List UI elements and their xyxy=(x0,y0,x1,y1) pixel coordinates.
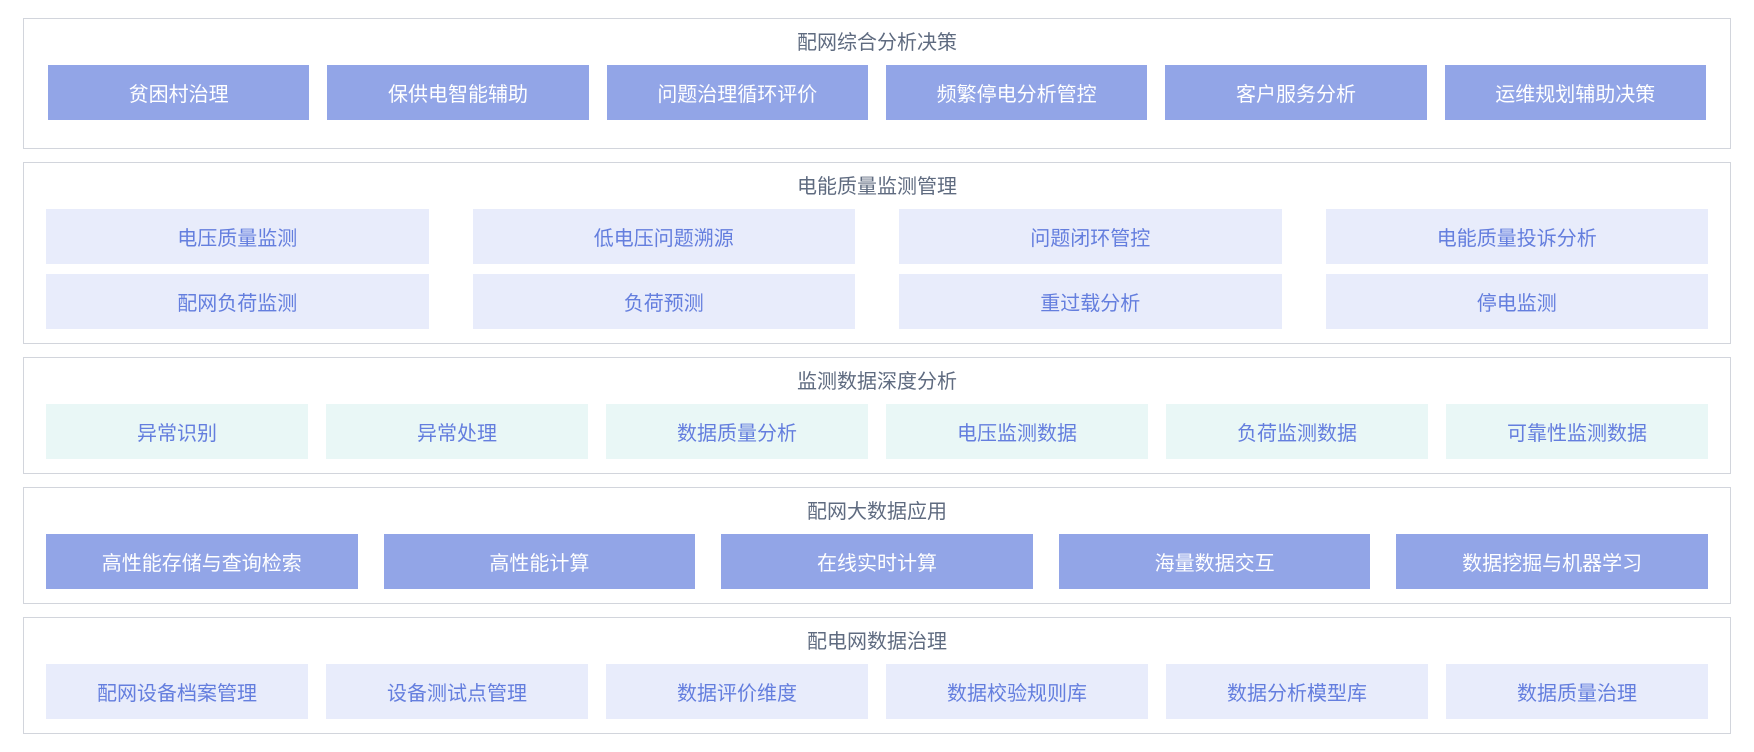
tile-button[interactable]: 数据质量分析 xyxy=(606,404,868,459)
tile-button[interactable]: 低电压问题溯源 xyxy=(472,209,855,264)
section-rows: 高性能存储与查询检索高性能计算在线实时计算海量数据交互数据挖掘与机器学习 xyxy=(46,534,1708,589)
section-title: 配网综合分析决策 xyxy=(797,32,957,54)
section-monitoring-data-deep-analysis: 监测数据深度分析 异常识别异常处理数据质量分析电压监测数据负荷监测数据可靠性监测… xyxy=(23,357,1731,474)
tile-button[interactable]: 贫困村治理 xyxy=(48,65,310,120)
tile-button[interactable]: 频繁停电分析管控 xyxy=(885,65,1148,120)
tile-button[interactable]: 客户服务分析 xyxy=(1165,65,1427,120)
button-row: 配网设备档案管理设备测试点管理数据评价维度数据校验规则库数据分析模型库数据质量治… xyxy=(46,664,1708,719)
tile-button[interactable]: 运维规划辅助决策 xyxy=(1444,65,1706,120)
section-distribution-analysis-decision: 配网综合分析决策 贫困村治理保供电智能辅助问题治理循环评价频繁停电分析管控客户服… xyxy=(23,18,1731,149)
tile-button[interactable]: 负荷监测数据 xyxy=(1166,404,1428,459)
tile-button[interactable]: 问题治理循环评价 xyxy=(606,65,868,120)
app-root: 配网综合分析决策 贫困村治理保供电智能辅助问题治理循环评价频繁停电分析管控客户服… xyxy=(23,18,1731,734)
tile-button[interactable]: 电能质量投诉分析 xyxy=(1325,209,1708,264)
tile-button[interactable]: 高性能计算 xyxy=(383,534,696,589)
section-rows: 贫困村治理保供电智能辅助问题治理循环评价频繁停电分析管控客户服务分析运维规划辅助… xyxy=(48,65,1706,120)
tile-button[interactable]: 配网负荷监测 xyxy=(46,274,429,329)
tile-button[interactable]: 海量数据交互 xyxy=(1058,534,1371,589)
tile-button[interactable]: 异常处理 xyxy=(326,404,588,459)
button-row: 电压质量监测低电压问题溯源问题闭环管控电能质量投诉分析 xyxy=(46,209,1708,264)
section-rows: 配网设备档案管理设备测试点管理数据评价维度数据校验规则库数据分析模型库数据质量治… xyxy=(46,664,1708,719)
section-title: 配网大数据应用 xyxy=(807,501,947,523)
tile-button[interactable]: 配网设备档案管理 xyxy=(46,664,308,719)
tile-button[interactable]: 重过载分析 xyxy=(899,274,1282,329)
tile-button[interactable]: 设备测试点管理 xyxy=(326,664,588,719)
section-title: 配电网数据治理 xyxy=(807,631,947,653)
section-rows: 电压质量监测低电压问题溯源问题闭环管控电能质量投诉分析配网负荷监测负荷预测重过载… xyxy=(46,209,1708,329)
tile-button[interactable]: 问题闭环管控 xyxy=(899,209,1282,264)
section-rows: 异常识别异常处理数据质量分析电压监测数据负荷监测数据可靠性监测数据 xyxy=(46,404,1708,459)
section-title: 电能质量监测管理 xyxy=(797,176,957,198)
tile-button[interactable]: 保供电智能辅助 xyxy=(327,65,589,120)
button-row: 贫困村治理保供电智能辅助问题治理循环评价频繁停电分析管控客户服务分析运维规划辅助… xyxy=(48,65,1706,120)
tile-button[interactable]: 数据质量治理 xyxy=(1446,664,1708,719)
tile-button[interactable]: 数据挖掘与机器学习 xyxy=(1396,534,1708,589)
tile-button[interactable]: 停电监测 xyxy=(1325,274,1708,329)
section-power-quality-monitoring: 电能质量监测管理 电压质量监测低电压问题溯源问题闭环管控电能质量投诉分析配网负荷… xyxy=(23,162,1731,344)
tile-button[interactable]: 异常识别 xyxy=(46,404,308,459)
button-row: 异常识别异常处理数据质量分析电压监测数据负荷监测数据可靠性监测数据 xyxy=(46,404,1708,459)
tile-button[interactable]: 数据评价维度 xyxy=(606,664,868,719)
section-distribution-network-data-governance: 配电网数据治理 配网设备档案管理设备测试点管理数据评价维度数据校验规则库数据分析… xyxy=(23,617,1731,734)
button-row: 高性能存储与查询检索高性能计算在线实时计算海量数据交互数据挖掘与机器学习 xyxy=(46,534,1708,589)
tile-button[interactable]: 在线实时计算 xyxy=(721,534,1033,589)
tile-button[interactable]: 数据校验规则库 xyxy=(886,664,1148,719)
button-row: 配网负荷监测负荷预测重过载分析停电监测 xyxy=(46,274,1708,329)
tile-button[interactable]: 可靠性监测数据 xyxy=(1446,404,1708,459)
tile-button[interactable]: 负荷预测 xyxy=(472,274,855,329)
section-distribution-big-data-application: 配网大数据应用 高性能存储与查询检索高性能计算在线实时计算海量数据交互数据挖掘与… xyxy=(23,487,1731,604)
section-title: 监测数据深度分析 xyxy=(797,371,957,393)
tile-button[interactable]: 电压监测数据 xyxy=(886,404,1148,459)
tile-button[interactable]: 高性能存储与查询检索 xyxy=(46,534,358,589)
tile-button[interactable]: 数据分析模型库 xyxy=(1166,664,1428,719)
tile-button[interactable]: 电压质量监测 xyxy=(46,209,429,264)
